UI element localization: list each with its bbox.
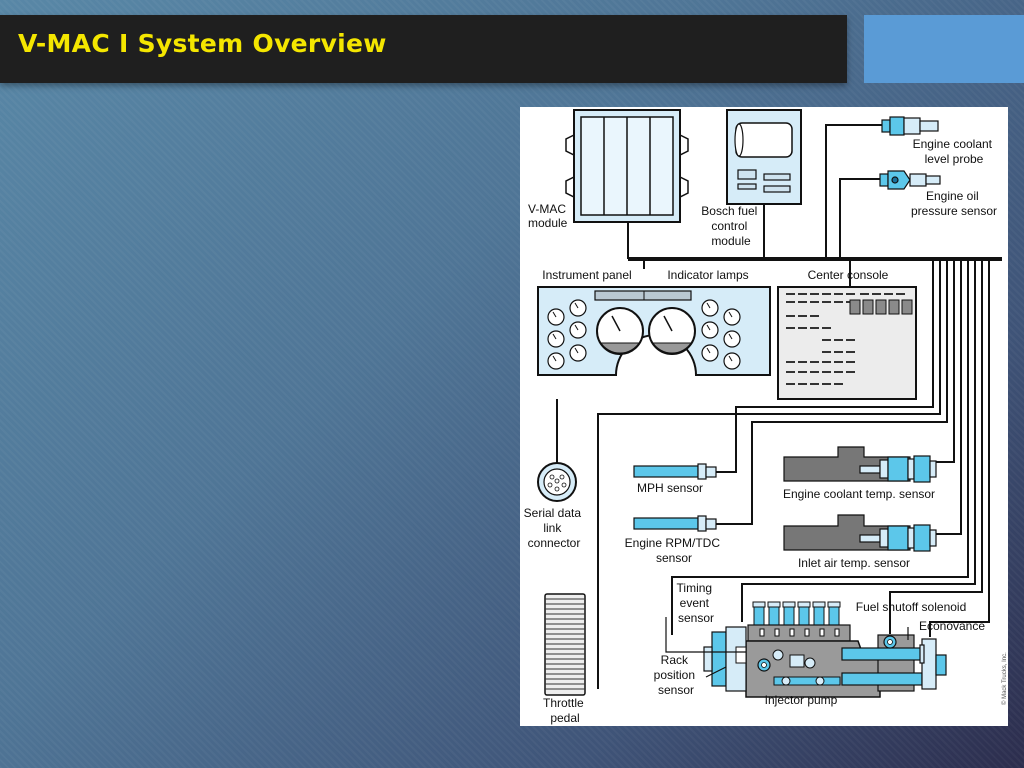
label-center-console: Center console [808,268,889,282]
injector-pump [703,601,947,698]
accent-box [864,15,1024,83]
coolant-temp-sensor [783,446,937,483]
label-econovance: Econovance [919,619,985,633]
label-rack-position-sensor: Rack position sensor [654,653,699,697]
oil-pressure-sensor [879,170,941,190]
title-bar: V-MAC I System Overview [0,15,847,83]
label-coolant-temp-sensor: Engine coolant temp. sensor [783,487,935,501]
wiring [556,124,1002,689]
inlet-air-temp-sensor [783,514,937,552]
label-vmac-module: V-MAC module [528,202,569,230]
label-indicator-lamps: Indicator lamps [667,268,748,282]
vmac-module [565,109,689,223]
label-throttle-pedal: Throttle pedal [543,696,587,725]
leader-lines [665,617,909,678]
credit-text: © Mack Trucks, Inc. [1001,652,1008,705]
label-serial-data-connector: Serial data link connector [524,506,585,550]
mph-sensor [633,463,717,480]
label-timing-event-sensor: Timing event sensor [677,581,716,625]
label-inlet-air-sensor: Inlet air temp. sensor [798,556,910,570]
label-rpm-sensor: Engine RPM/TDC sensor [625,536,724,565]
label-fuel-shutoff: Fuel shutoff solenoid [856,600,967,614]
instrument-panel [537,286,771,376]
diagram-labels: V-MAC module Bosch fuel control module E… [524,137,997,725]
rpm-tdc-sensor [633,515,717,532]
slide-title: V-MAC I System Overview [18,29,387,58]
label-instrument-panel: Instrument panel [542,268,631,282]
label-mph-sensor: MPH sensor [637,481,703,495]
bosch-module [726,109,802,205]
throttle-pedal [544,593,586,696]
serial-data-connector [537,462,577,502]
large-gauges [596,307,696,355]
center-console [777,286,917,400]
system-diagram: V-MAC module Bosch fuel control module E… [520,107,1008,726]
label-coolant-level-probe: Engine coolant level probe [913,137,996,166]
label-bosch-module: Bosch fuel control module [701,204,760,248]
label-injector-pump: Injector pump [765,693,838,707]
coolant-level-probe [881,116,939,136]
label-oil-pressure-sensor: Engine oil pressure sensor [911,189,997,218]
